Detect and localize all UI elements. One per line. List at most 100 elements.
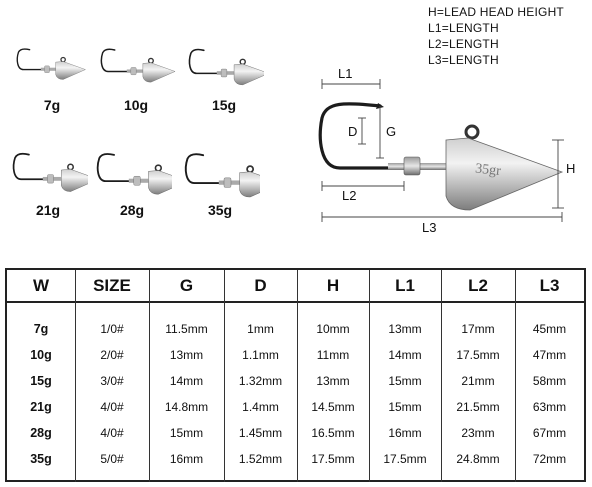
cell-l3: 45mm bbox=[532, 322, 567, 336]
cell-h: 16.5mm bbox=[311, 426, 355, 440]
column-divider bbox=[149, 270, 150, 482]
jighead-thumb-7g: 7g bbox=[12, 40, 92, 120]
cell-w: 15g bbox=[30, 374, 52, 388]
cell-h: 10mm bbox=[316, 322, 350, 336]
cell-l2: 17mm bbox=[461, 322, 495, 336]
weight-label: 28g bbox=[119, 202, 145, 218]
weight-label: 10g bbox=[123, 97, 149, 113]
cell-l3: 47mm bbox=[532, 348, 567, 362]
lead-head bbox=[233, 63, 264, 86]
cell-l2: 24.8mm bbox=[456, 452, 500, 466]
cell-l2: 21.5mm bbox=[456, 400, 500, 414]
jighead-thumb-10g: 10g bbox=[96, 40, 176, 120]
hook-shape bbox=[100, 48, 129, 73]
jighead-thumb-21g: 21g bbox=[8, 144, 88, 224]
header-w: W bbox=[32, 276, 50, 295]
lead-head bbox=[148, 170, 172, 195]
header-l2: L2 bbox=[468, 276, 488, 295]
jighead-image bbox=[16, 48, 86, 80]
header-d: D bbox=[254, 276, 267, 295]
dimension-diagram: 35gr L1 D G H L2 L3 bbox=[300, 60, 592, 250]
column-divider bbox=[441, 270, 442, 482]
weight-label: 7g bbox=[43, 97, 61, 113]
lead-head bbox=[55, 61, 86, 80]
cell-w: 10g bbox=[30, 348, 52, 362]
cell-size: 4/0# bbox=[100, 400, 124, 414]
line-eye bbox=[67, 163, 74, 171]
lead-head bbox=[445, 137, 564, 211]
line-eye bbox=[246, 165, 255, 174]
shank-collar bbox=[223, 177, 232, 188]
dim-label-h: H bbox=[566, 161, 576, 176]
cell-l3: 63mm bbox=[532, 400, 567, 414]
lead-head bbox=[142, 62, 176, 83]
cell-g: 11.5mm bbox=[165, 322, 208, 336]
hook-shape bbox=[184, 153, 222, 185]
cell-size: 5/0# bbox=[100, 452, 124, 466]
shank-collar bbox=[44, 65, 50, 73]
dim-label-l2: L2 bbox=[342, 188, 357, 203]
jighead-image bbox=[188, 48, 264, 86]
jighead-image bbox=[184, 153, 260, 198]
line-eye bbox=[147, 57, 154, 64]
cell-l3: 72mm bbox=[532, 452, 567, 466]
head-stamp: 35gr bbox=[474, 161, 501, 179]
cell-h: 17.5mm bbox=[311, 452, 355, 466]
line-eye bbox=[464, 124, 480, 140]
jighead-image bbox=[100, 48, 176, 83]
header-size: SIZE bbox=[93, 276, 131, 295]
cell-w: 28g bbox=[30, 426, 52, 440]
dim-label-l1: L1 bbox=[338, 66, 353, 81]
cell-h: 14.5mm bbox=[311, 400, 355, 414]
column-divider bbox=[369, 270, 370, 482]
weight-label: 15g bbox=[211, 97, 237, 113]
jighead-thumb-35g: 35g bbox=[180, 144, 260, 224]
jighead-image bbox=[96, 153, 172, 195]
thumbnail-grid: 7g 10g 15g 21g 28g 35g bbox=[0, 0, 300, 250]
cell-h: 13mm bbox=[316, 374, 350, 388]
cell-w: 21g bbox=[30, 400, 52, 414]
cell-g: 16mm bbox=[169, 452, 204, 466]
cell-d: 1.1mm bbox=[242, 348, 279, 362]
cell-w: 35g bbox=[30, 452, 52, 466]
dimension-legend: H=LEAD HEAD HEIGHT L1=LENGTH L2=LENGTH L… bbox=[428, 4, 564, 68]
cell-l1: 16mm bbox=[388, 426, 422, 440]
lead-head bbox=[61, 169, 88, 192]
weight-label: 35g bbox=[207, 202, 233, 218]
cell-size: 1/0# bbox=[100, 322, 124, 336]
cell-g: 13mm bbox=[169, 348, 204, 362]
cell-g: 15mm bbox=[169, 426, 204, 440]
line-eye bbox=[154, 164, 163, 172]
column-divider bbox=[75, 270, 76, 482]
cell-l3: 67mm bbox=[532, 426, 567, 440]
cell-d: 1.52mm bbox=[238, 452, 283, 466]
hook-shape bbox=[12, 152, 46, 181]
cell-d: 1.32mm bbox=[238, 374, 283, 388]
header-g: G bbox=[179, 276, 194, 295]
cell-l1: 15mm bbox=[388, 374, 422, 388]
shank-collar bbox=[133, 176, 141, 186]
header-l3: L3 bbox=[539, 276, 560, 295]
shank-collar bbox=[47, 174, 54, 184]
cell-h: 11mm bbox=[316, 348, 350, 362]
line-eye bbox=[239, 58, 246, 66]
cell-l2: 17.5mm bbox=[456, 348, 500, 362]
jighead-thumb-28g: 28g bbox=[92, 144, 172, 224]
cell-w: 7g bbox=[33, 322, 49, 336]
dim-label-g: G bbox=[386, 124, 397, 139]
lead-head bbox=[239, 171, 260, 198]
cell-d: 1mm bbox=[247, 322, 274, 336]
cell-l2: 21mm bbox=[461, 374, 495, 388]
legend-l1: L1=LENGTH bbox=[428, 21, 499, 35]
legend-h: H=LEAD HEAD HEIGHT bbox=[428, 5, 564, 19]
hook-shape bbox=[318, 102, 390, 170]
cell-l1: 15mm bbox=[388, 400, 422, 414]
cell-size: 2/0# bbox=[100, 348, 124, 362]
cell-g: 14mm bbox=[169, 374, 204, 388]
